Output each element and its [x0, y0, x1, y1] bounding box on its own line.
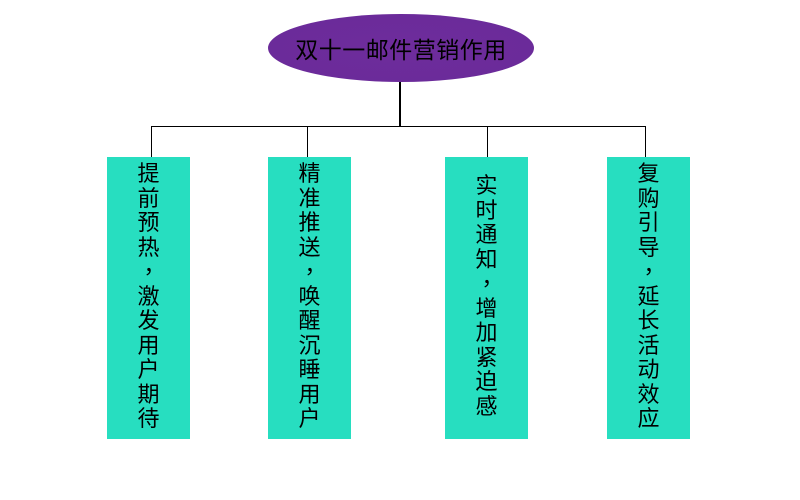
label-char: 户 [137, 358, 160, 383]
label-char: 沉 [298, 333, 321, 359]
child-node-1: 提前预热， 激发用户期待 [107, 157, 190, 439]
label-char: 复 [637, 162, 660, 187]
label-char: 期 [137, 382, 160, 408]
label-char: 动 [637, 358, 660, 383]
label-char: 准 [298, 186, 321, 212]
child-node-3: 实时通知， 增加紧迫感 [445, 157, 528, 439]
label-char: 用 [137, 333, 160, 359]
branch-bar-line [151, 126, 646, 127]
label-char: 激 [137, 284, 160, 310]
branch-drop-line-2 [307, 126, 308, 157]
label-char: 用 [298, 382, 321, 408]
branch-drop-line-4 [645, 126, 646, 157]
label-char: 提 [137, 162, 160, 187]
label-char: 待 [137, 407, 160, 432]
label-char: 送 [298, 235, 321, 261]
label-char: 增 [475, 296, 498, 322]
label-char: 购 [637, 186, 660, 212]
child-node-label: 复购引导， 延长活动效应 [607, 162, 690, 433]
label-char: 唤 [298, 284, 321, 310]
label-char: 引 [637, 211, 660, 236]
label-char: 睡 [298, 358, 321, 383]
label-char: 知 [475, 247, 498, 273]
label-char: 前 [137, 186, 160, 212]
label-char: 发 [137, 309, 160, 334]
label-char: 精 [298, 162, 321, 187]
child-node-4: 复购引导， 延长活动效应 [607, 157, 690, 439]
root-connector-line [399, 82, 401, 127]
label-char: 时 [475, 198, 498, 224]
label-char: 活 [637, 333, 660, 359]
root-node-label: 双十一邮件营销作用 [295, 38, 507, 64]
label-char: 应 [637, 407, 660, 432]
label-char: ， [304, 254, 327, 279]
label-char: 导 [637, 235, 660, 261]
label-char: 长 [637, 309, 660, 334]
label-char: 热 [137, 235, 160, 261]
label-char: ， [481, 266, 504, 291]
child-node-label: 提前预热， 激发用户期待 [107, 162, 190, 433]
label-char: 户 [298, 407, 321, 432]
label-char: ， [143, 254, 166, 279]
child-node-2: 精准推送， 唤醒沉睡用户 [268, 157, 351, 439]
label-char: 实 [475, 174, 498, 199]
label-char: 加 [475, 321, 498, 346]
branch-drop-line-3 [487, 126, 488, 157]
label-char: 延 [637, 284, 660, 310]
label-char: 醒 [298, 309, 321, 334]
child-node-label: 实时通知， 增加紧迫感 [445, 174, 528, 420]
label-char: 推 [298, 211, 321, 236]
label-char: 通 [475, 223, 498, 248]
label-char: ， [643, 254, 666, 279]
label-char: 紧 [475, 345, 498, 371]
label-char: 感 [475, 394, 498, 420]
branch-drop-line-1 [151, 126, 152, 157]
label-char: 迫 [475, 370, 498, 395]
child-node-label: 精准推送， 唤醒沉睡用户 [268, 162, 351, 433]
label-char: 效 [637, 382, 660, 408]
label-char: 预 [137, 211, 160, 236]
root-node: 双十一邮件营销作用 [268, 14, 534, 82]
